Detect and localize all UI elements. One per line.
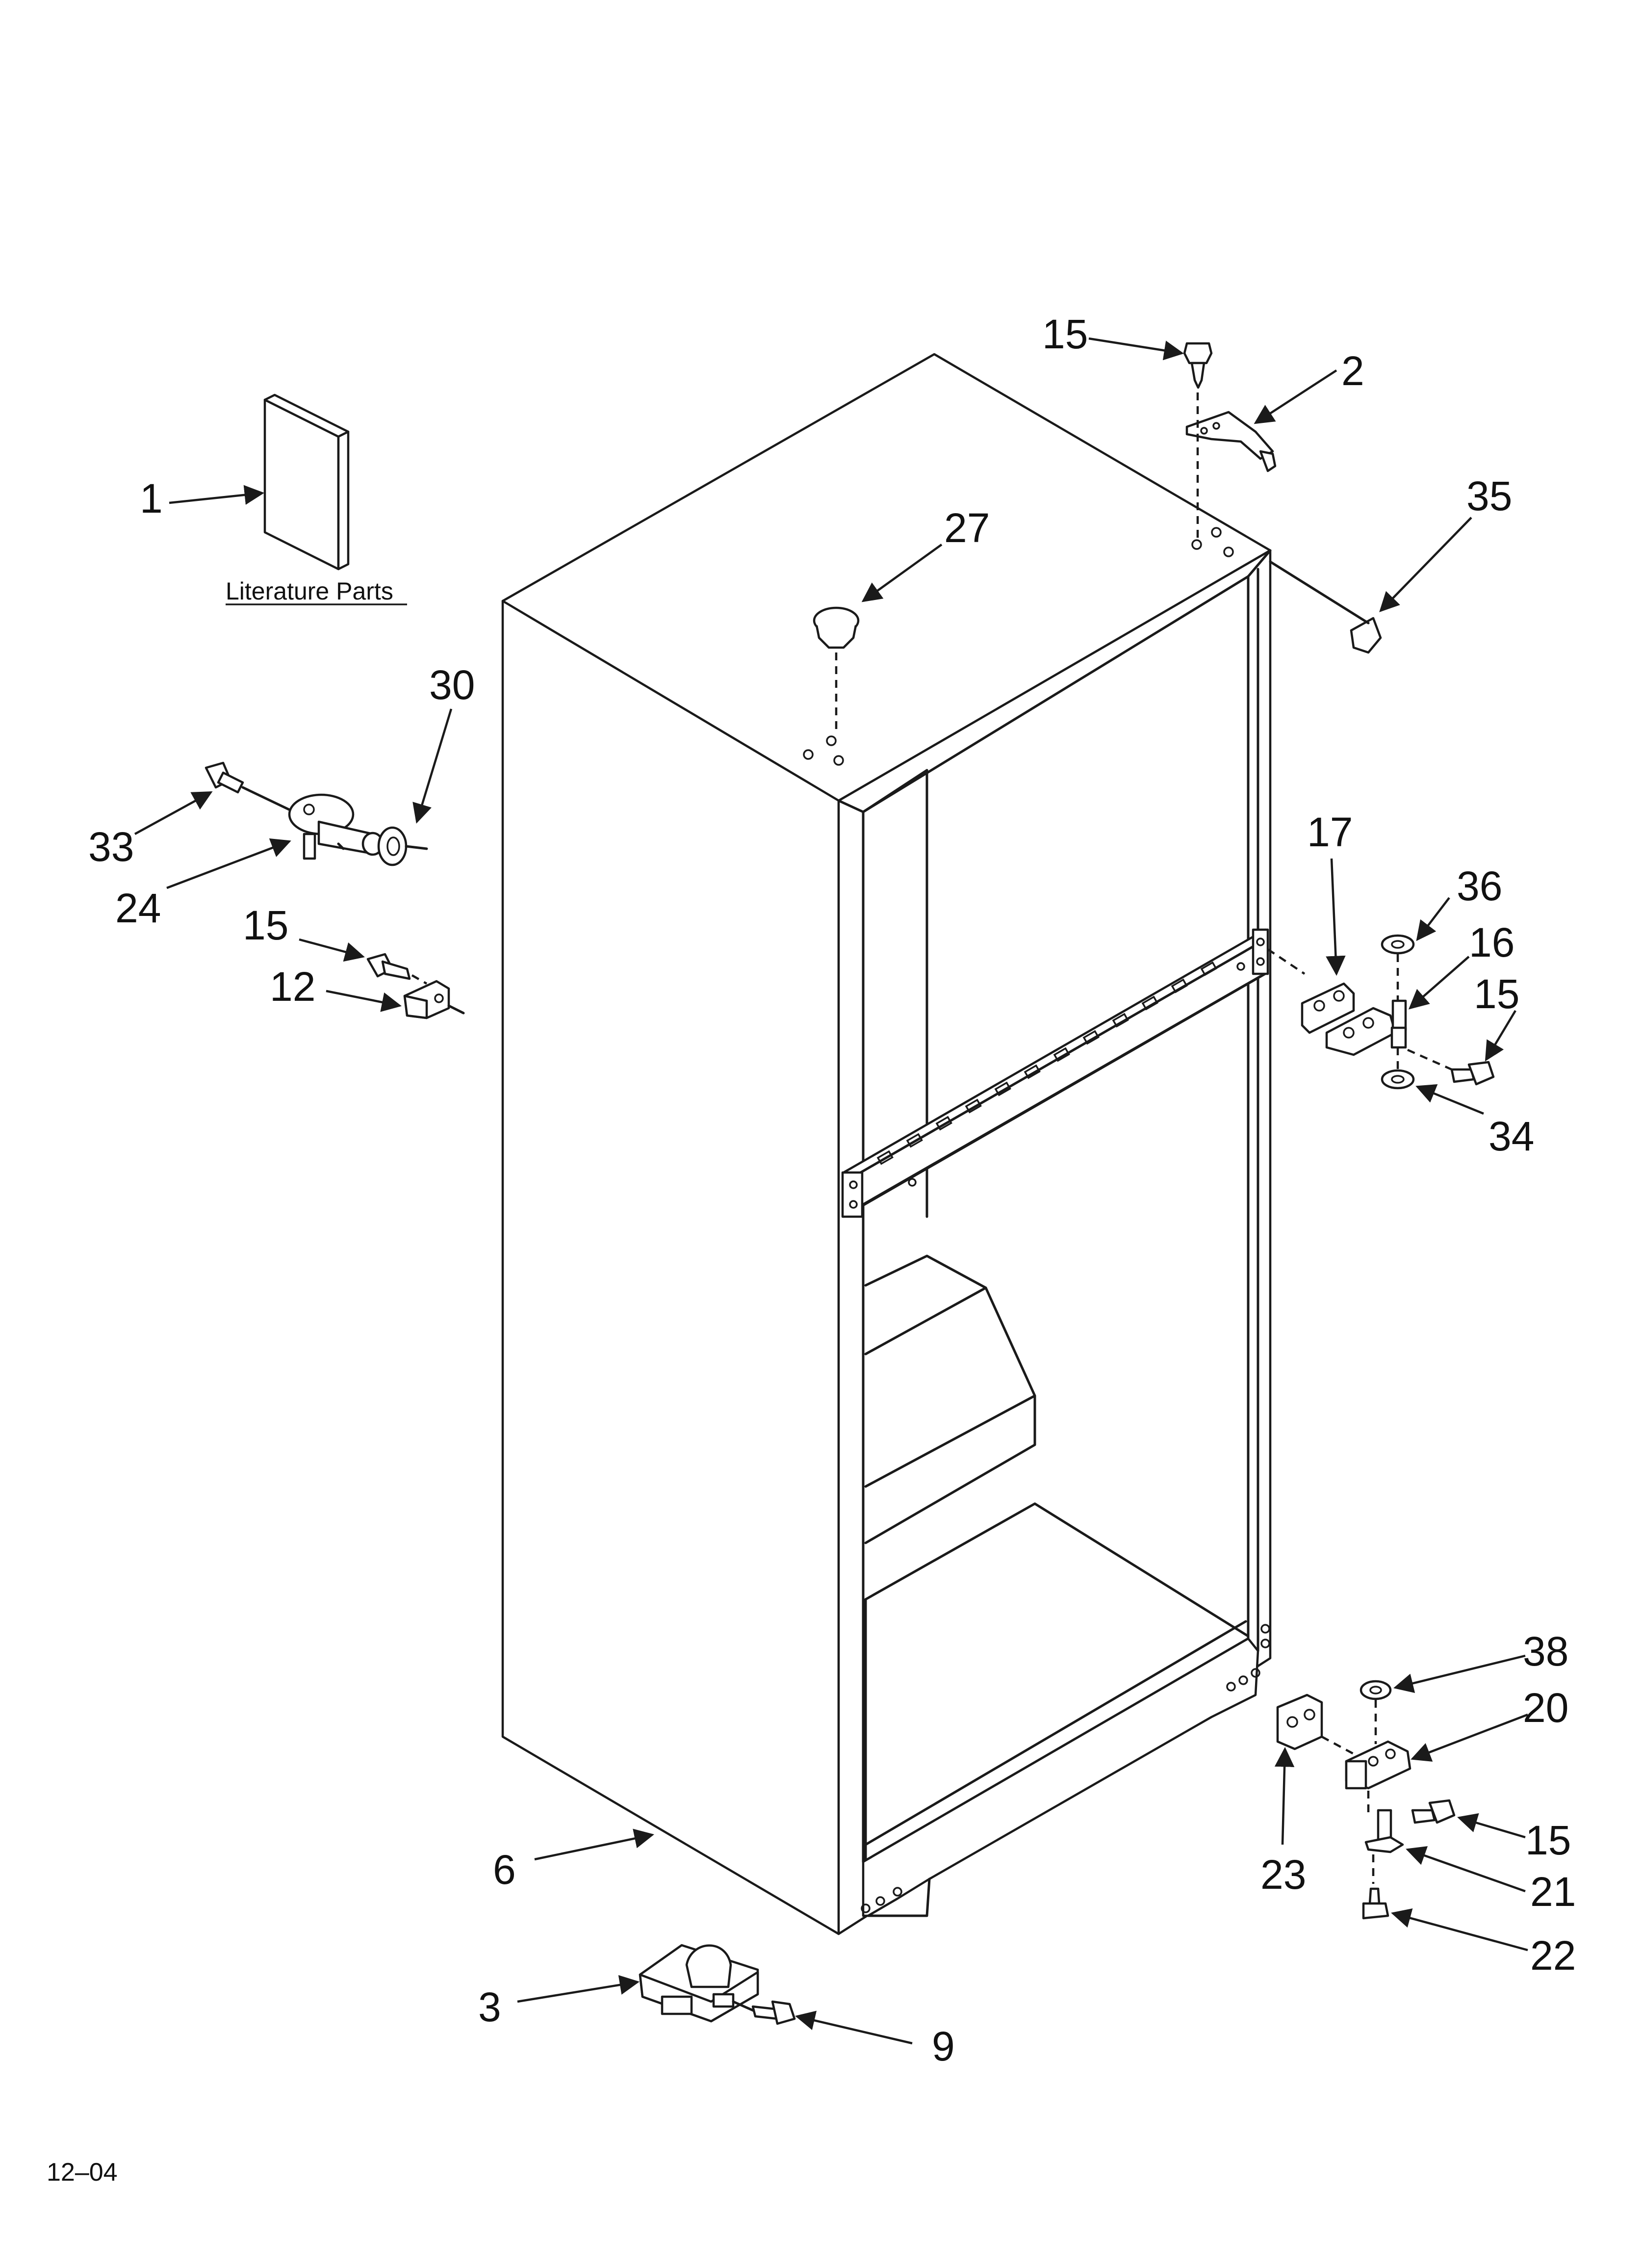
callout-16: 16 (1469, 919, 1514, 965)
left-screw-33 (205, 761, 244, 794)
callout-27: 27 (944, 505, 990, 551)
callout-24: 24 (115, 885, 161, 931)
left-screw-15 (366, 953, 411, 980)
callout-15-top: 15 (1042, 311, 1088, 357)
bottom-hinge-shim (1276, 1694, 1323, 1750)
callout-33: 33 (88, 824, 134, 870)
center-hinge-screw (1450, 1061, 1495, 1086)
door-stop-clip (403, 980, 450, 1019)
callout-20: 20 (1523, 1685, 1568, 1731)
bottom-hinge-screw (1411, 1799, 1456, 1824)
hinge-pin-assembly (288, 793, 384, 860)
callout-38: 38 (1523, 1628, 1568, 1674)
callout-9: 9 (932, 2023, 955, 2069)
hinge-cover-plug (1350, 617, 1382, 654)
callout-15-left: 15 (243, 902, 288, 948)
center-hinge-bracket (1325, 999, 1407, 1056)
callout-2: 2 (1341, 348, 1364, 394)
bottom-hinge-bracket (1345, 1740, 1411, 1790)
top-screw (1183, 342, 1213, 389)
callout-15-bottom: 15 (1525, 1817, 1571, 1863)
roller-assembly (639, 1944, 759, 2023)
callout-22: 22 (1530, 1932, 1576, 1979)
callout-36: 36 (1457, 863, 1502, 909)
top-hinge-bracket (1185, 411, 1277, 472)
callout-3: 3 (478, 1984, 501, 2030)
footer-revision-code: 12–04 (47, 2158, 118, 2187)
center-hinge-washer-top (1381, 934, 1415, 955)
center-hinge-shim (1301, 982, 1355, 1034)
callout-23: 23 (1260, 1851, 1306, 1898)
leveling-leg-screw (1362, 1887, 1389, 1920)
center-hinge-washer-bottom (1381, 1069, 1415, 1090)
callout-21: 21 (1530, 1869, 1576, 1915)
callout-leaders (134, 337, 1528, 2045)
callout-6: 6 (493, 1847, 516, 1893)
callout-15-mid: 15 (1474, 971, 1519, 1017)
spacer-washer-30 (377, 826, 408, 866)
top-plug-button (813, 606, 860, 649)
center-mullion-rail (841, 928, 1269, 1218)
roller-screw (751, 2000, 796, 2025)
callout-labels: 1 15 2 35 27 30 33 24 15 12 17 36 16 15 … (88, 311, 1576, 2069)
bottom-hinge-washer (1360, 1680, 1392, 1700)
callout-34: 34 (1488, 1113, 1534, 1159)
bottom-hinge-pin (1364, 1809, 1404, 1853)
callout-1: 1 (140, 475, 163, 521)
literature-booklet (263, 393, 350, 571)
callout-17: 17 (1307, 809, 1353, 855)
callout-35: 35 (1466, 473, 1512, 519)
callout-30: 30 (429, 662, 475, 708)
refrigerator-cabinet (501, 353, 1272, 1935)
literature-parts-label: Literature Parts (226, 577, 393, 605)
callout-12: 12 (270, 964, 315, 1010)
